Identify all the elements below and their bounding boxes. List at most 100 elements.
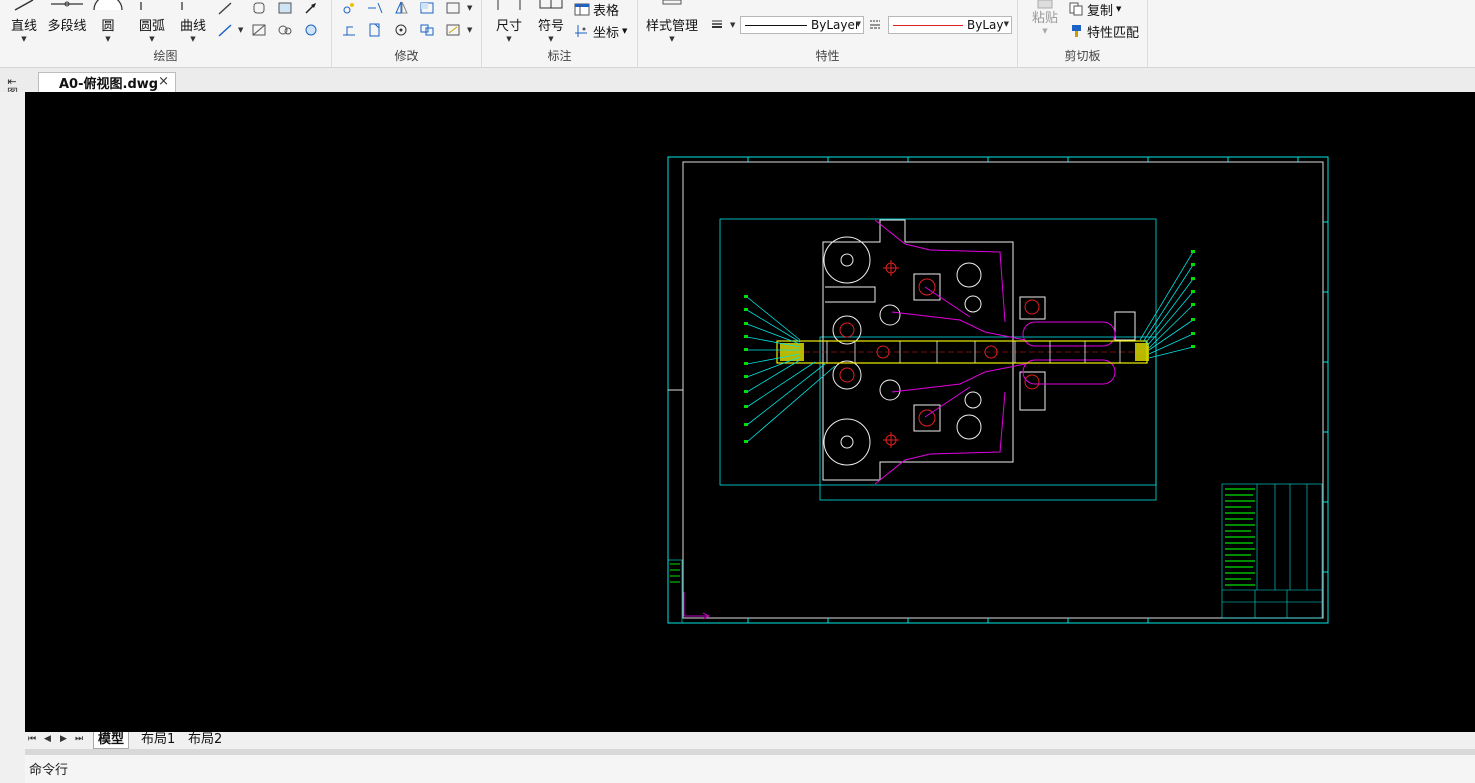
line-label: 直线	[10, 19, 37, 34]
stretch-tool-button[interactable]	[340, 22, 358, 38]
style-manager-button[interactable]: 样式管理 ▼	[644, 0, 700, 44]
line-button[interactable]: 直线 ▼	[6, 0, 42, 44]
pin-icon: ⇤	[7, 75, 17, 88]
coordinate-icon	[575, 25, 587, 37]
gear-bottom-hub	[840, 435, 854, 449]
annotate-panel-title: 标注	[547, 49, 572, 63]
polygon-icon	[253, 2, 265, 14]
rectangle-icon	[446, 2, 460, 14]
command-line[interactable]: 命令行	[25, 755, 1475, 783]
symbol-button[interactable]: 符号 ▼	[532, 0, 570, 44]
color-value: ByLayer	[967, 18, 1003, 32]
chevron-down-icon: ▼	[1042, 27, 1048, 35]
style-manager-label: 样式管理	[645, 19, 698, 34]
chevron-down-icon[interactable]: ▼	[730, 21, 736, 29]
first-layout-icon[interactable]: ⏮	[28, 734, 37, 744]
polyline-button[interactable]: 多段线	[44, 0, 90, 44]
circle-icon	[93, 0, 123, 11]
copy-button[interactable]: 复制 ▼	[1068, 0, 1122, 19]
circle-button[interactable]: 圆 ▼	[92, 0, 124, 44]
curve-button[interactable]: 曲线 ▼	[176, 0, 210, 44]
annotate-panel: 尺寸 ▼ 符号 ▼ 表格 坐标 ▼ 标注	[482, 0, 638, 68]
linetype-combo[interactable]: ByLayer ▼	[740, 16, 864, 34]
wipeout-tool-button[interactable]	[302, 22, 320, 38]
scale-tool-button[interactable]	[366, 22, 384, 38]
properties-panel: 样式管理 ▼ ▼ ByLayer ▼ ByLayer ▼ 特性	[638, 0, 1018, 68]
mirror-tool-button[interactable]	[392, 0, 410, 16]
array-tool-button[interactable]	[418, 22, 436, 38]
chevron-down-icon: ▼	[669, 35, 675, 43]
match-properties-button[interactable]: 特性匹配	[1068, 22, 1139, 41]
view-boundary-2	[819, 336, 1157, 501]
cloud-tool-button[interactable]	[276, 22, 294, 38]
polygon-tool-button[interactable]	[250, 0, 268, 16]
mirror-icon	[395, 1, 408, 14]
line-icon	[14, 0, 34, 11]
xline-tool-button[interactable]	[216, 22, 234, 38]
chevron-down-icon: ▼	[105, 35, 111, 43]
coordinate-label: 坐标	[593, 25, 620, 41]
layout-tab-1[interactable]: 布局1	[141, 732, 176, 747]
color-combo[interactable]: ByLayer ▼	[888, 16, 1012, 34]
draw-panel: 直线 ▼ 多段线 圆 ▼ 圆弧 ▼ 曲线 ▼ ▼	[0, 0, 332, 68]
chevron-down-icon: ▼	[506, 35, 512, 43]
layout-tab-2[interactable]: 布局2	[188, 732, 223, 747]
linescale-icon	[870, 20, 880, 29]
chevron-down-icon[interactable]: ▼	[467, 26, 473, 34]
document-tab[interactable]: A0-俯视图.dwg ×	[38, 72, 176, 92]
rotate-tool-button[interactable]	[392, 22, 410, 38]
arc-icon	[140, 2, 142, 10]
gear-top	[823, 236, 871, 284]
arc-button[interactable]: 圆弧 ▼	[134, 0, 170, 44]
match-properties-icon	[1072, 25, 1081, 37]
curve-icon	[181, 2, 183, 10]
drawing-canvas[interactable]	[25, 92, 1475, 732]
rectangle-tool-button[interactable]	[444, 0, 462, 16]
properties-panel-title: 特性	[815, 49, 840, 63]
dimension-button[interactable]: 尺寸 ▼	[492, 0, 526, 44]
explode-tool-button[interactable]	[444, 22, 462, 38]
point-tool-button[interactable]	[302, 0, 320, 16]
last-layout-icon[interactable]: ⏭	[75, 734, 84, 744]
paste-button[interactable]: 粘贴 ▼	[1028, 0, 1062, 44]
previous-layout-icon[interactable]: ◀	[44, 734, 51, 744]
next-layout-icon[interactable]: ▶	[60, 734, 67, 744]
coordinate-button[interactable]: 坐标 ▼	[574, 22, 627, 41]
table-icon	[574, 3, 590, 16]
chevron-down-icon[interactable]: ▼	[467, 4, 473, 12]
table-button[interactable]: 表格	[574, 0, 619, 19]
layout-tab-bar: ⏮ ◀ ▶ ⏭ 模型 布局1 布局2	[25, 732, 1475, 749]
dimension-label: 尺寸	[495, 19, 522, 34]
hatch-tool-button[interactable]	[250, 22, 268, 38]
ray-tool-button[interactable]	[216, 0, 234, 16]
offset-tool-button[interactable]	[418, 0, 436, 16]
lineweight-button[interactable]	[708, 16, 726, 32]
linescale-button[interactable]	[866, 16, 884, 32]
copy-icon	[1069, 2, 1083, 16]
command-line-splitter[interactable]	[25, 749, 1475, 755]
clipboard-panel: 粘贴 ▼ 复制 ▼ 特性匹配 剪切板	[1018, 0, 1148, 68]
circle-label: 圆	[101, 19, 115, 34]
chain-path	[874, 219, 1116, 485]
paste-label: 粘贴	[1031, 11, 1058, 26]
ribbon: 直线 ▼ 多段线 圆 ▼ 圆弧 ▼ 曲线 ▼ ▼	[0, 0, 1475, 68]
polyline-icon	[51, 1, 83, 7]
chevron-down-icon[interactable]: ▼	[238, 26, 244, 34]
trim-tool-button[interactable]	[366, 0, 384, 16]
region-tool-button[interactable]	[276, 0, 294, 16]
layout-tab-model[interactable]: 模型	[93, 732, 130, 749]
gear-top-hub	[840, 253, 854, 267]
draw-panel-title: 绘图	[153, 49, 178, 63]
cloud-icon	[278, 25, 292, 35]
linetype-value: ByLayer	[811, 18, 860, 32]
chevron-down-icon: ▼	[21, 35, 27, 43]
ucs-icon	[683, 592, 711, 620]
close-icon[interactable]: ×	[158, 74, 169, 89]
leaders-left	[746, 296, 836, 443]
chevron-down-icon: ▼	[1116, 5, 1122, 13]
hatch-icon	[252, 24, 266, 36]
chevron-down-icon: ▼	[855, 20, 861, 28]
move-tool-button[interactable]	[340, 0, 358, 16]
plate-cutout	[825, 286, 876, 303]
chevron-down-icon: ▼	[548, 35, 554, 43]
